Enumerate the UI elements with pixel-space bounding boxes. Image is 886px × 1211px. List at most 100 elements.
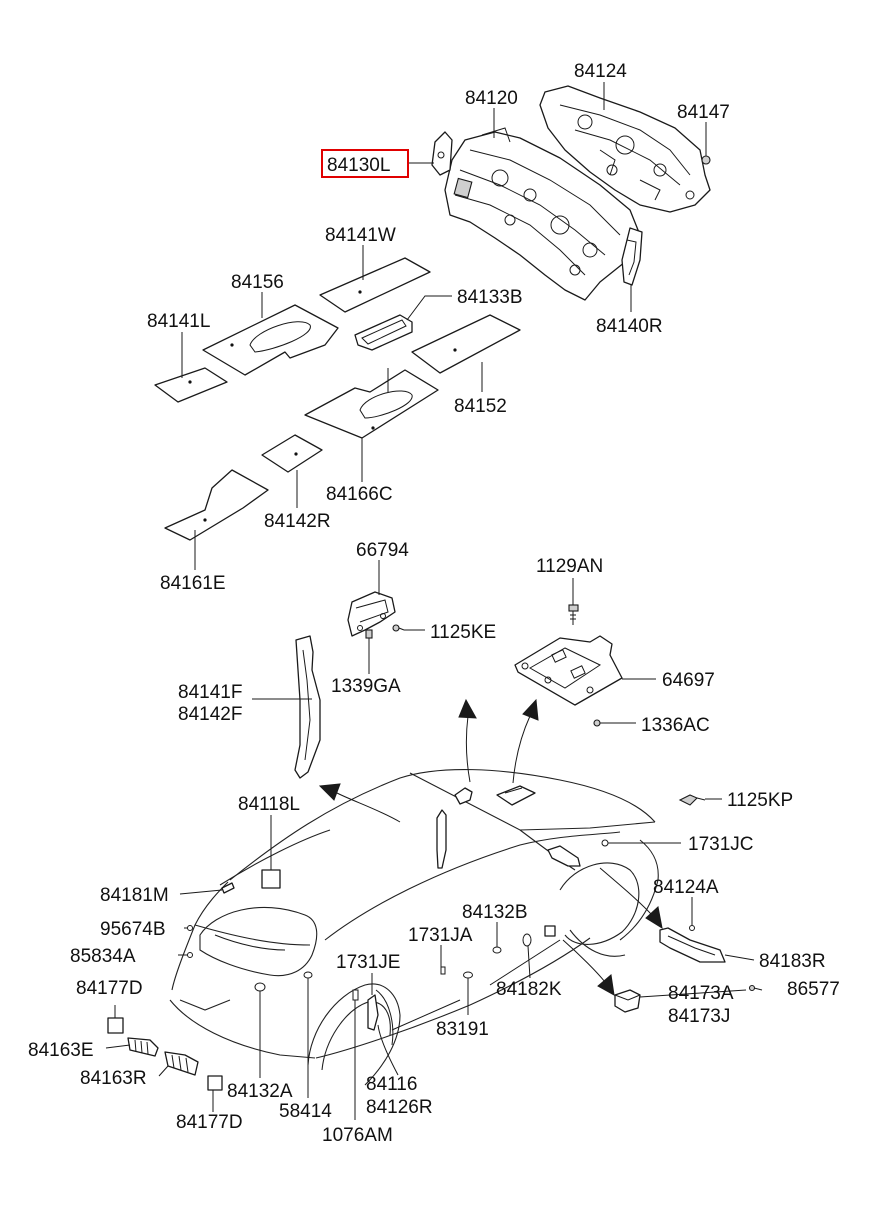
label-84183R: 84183R bbox=[759, 951, 826, 972]
bolt-1125KP bbox=[678, 794, 706, 806]
label-84141L: 84141L bbox=[147, 311, 210, 332]
label-84152: 84152 bbox=[454, 396, 507, 417]
pad-84161E bbox=[164, 469, 269, 541]
pad-square-rear bbox=[544, 925, 556, 937]
label-66794: 66794 bbox=[356, 540, 409, 561]
clip-1076AM bbox=[352, 989, 359, 1001]
label-84156: 84156 bbox=[231, 272, 284, 293]
label-84147: 84147 bbox=[677, 102, 730, 123]
label-84126R: 84126R bbox=[366, 1097, 433, 1118]
label-84163R: 84163R bbox=[80, 1068, 147, 1089]
label-1125KE: 1125KE bbox=[430, 622, 496, 643]
label-84173J: 84173J bbox=[668, 1006, 730, 1027]
plug-58414 bbox=[303, 971, 313, 979]
plug-84132A bbox=[254, 982, 266, 992]
label-84141W: 84141W bbox=[325, 225, 396, 246]
dash-panel-outer-84124 bbox=[539, 85, 711, 213]
screw-86577 bbox=[748, 984, 763, 992]
bracket-roof-rear bbox=[496, 785, 536, 806]
label-84133B: 84133B bbox=[457, 287, 523, 308]
label-1129AN: 1129AN bbox=[536, 556, 603, 577]
label-58414: 58414 bbox=[279, 1101, 332, 1122]
label-84173A: 84173A bbox=[668, 983, 734, 1004]
bracket-64697 bbox=[514, 635, 623, 706]
pad-84130L bbox=[431, 131, 453, 176]
label-84124: 84124 bbox=[574, 61, 627, 82]
label-84132A: 84132A bbox=[227, 1081, 293, 1102]
pad-84163R bbox=[164, 1051, 199, 1076]
label-84163E: 84163E bbox=[28, 1040, 94, 1061]
plug-84124A bbox=[689, 925, 695, 931]
label-84132B: 84132B bbox=[462, 902, 528, 923]
label-1125KP: 1125KP bbox=[727, 790, 793, 811]
label-95674B: 95674B bbox=[100, 919, 166, 940]
grommet-84147 bbox=[701, 155, 711, 165]
pad-84181M bbox=[221, 882, 235, 894]
label-84118L: 84118L bbox=[238, 794, 300, 815]
clip-1339GA bbox=[365, 629, 373, 639]
pad-84141F bbox=[294, 635, 321, 779]
label-84124A: 84124A bbox=[653, 877, 719, 898]
bolt-1129AN bbox=[568, 604, 579, 625]
rear-glass-84118L-area bbox=[199, 906, 318, 977]
label-84177D-top: 84177D bbox=[76, 978, 143, 999]
plug-84182K bbox=[522, 933, 532, 947]
part-labels: 84124 84120 84147 84130L 84141W 84156 84… bbox=[28, 61, 840, 1146]
nut-1336AC bbox=[593, 719, 601, 727]
label-84177D-bottom: 84177D bbox=[176, 1112, 243, 1133]
pad-84177D-top bbox=[107, 1017, 124, 1034]
block-84173A bbox=[614, 989, 641, 1013]
bolt-1125KE bbox=[392, 624, 405, 632]
strip-center-pillar bbox=[436, 809, 447, 869]
label-84130L: 84130L bbox=[327, 155, 390, 176]
pad-84133B bbox=[354, 314, 413, 351]
label-86577: 86577 bbox=[787, 979, 840, 1000]
bracket-rear-quarter bbox=[547, 845, 581, 867]
plug-84132B bbox=[492, 946, 502, 954]
arrow-to-64697 bbox=[512, 698, 539, 784]
label-84142R: 84142R bbox=[264, 511, 331, 532]
pad-84183R bbox=[659, 927, 726, 963]
label-1731JC: 1731JC bbox=[688, 834, 754, 855]
clip-85834A bbox=[187, 952, 193, 958]
label-84182K: 84182K bbox=[496, 979, 562, 1000]
arrow-to-84141F bbox=[318, 783, 401, 823]
label-84120: 84120 bbox=[465, 88, 518, 109]
plug-83191 bbox=[463, 971, 473, 979]
arrow-to-84183R bbox=[599, 867, 663, 930]
label-1731JA: 1731JA bbox=[408, 925, 473, 946]
pad-84141L bbox=[154, 367, 228, 403]
pad-84156 bbox=[202, 304, 339, 376]
label-84141F: 84141F bbox=[178, 682, 242, 703]
pad-84141W bbox=[319, 257, 431, 313]
leader-lines bbox=[105, 82, 755, 1120]
pad-84140R bbox=[621, 227, 643, 286]
label-64697: 64697 bbox=[662, 670, 715, 691]
dash-panel-inner-84120 bbox=[444, 127, 641, 301]
label-85834A: 85834A bbox=[70, 946, 136, 967]
label-84142F: 84142F bbox=[178, 704, 242, 725]
highlight-box-84130L bbox=[321, 149, 409, 178]
pad-84177D-bottom bbox=[207, 1075, 223, 1091]
pad-84163E bbox=[127, 1037, 159, 1057]
arrow-to-84173A bbox=[562, 939, 615, 996]
cap-1731JC bbox=[601, 839, 609, 847]
label-1076AM: 1076AM bbox=[322, 1125, 393, 1146]
label-84140R: 84140R bbox=[596, 316, 663, 337]
bracket-66794 bbox=[347, 591, 396, 637]
bracket-roof-front bbox=[454, 787, 473, 805]
pad-84166C bbox=[304, 369, 439, 439]
clip-95674B bbox=[187, 925, 193, 931]
pad-84118L bbox=[261, 869, 281, 889]
label-84166C: 84166C bbox=[326, 484, 393, 505]
wheel-guard-84116 bbox=[367, 989, 394, 1046]
label-1731JE: 1731JE bbox=[336, 952, 400, 973]
label-84161E: 84161E bbox=[160, 573, 226, 594]
label-84116: 84116 bbox=[366, 1074, 417, 1095]
arrow-to-66794 bbox=[458, 698, 477, 783]
plug-1731JA bbox=[440, 966, 446, 975]
label-1339GA: 1339GA bbox=[331, 676, 401, 697]
label-83191: 83191 bbox=[436, 1019, 489, 1040]
pad-84142R bbox=[261, 434, 323, 473]
